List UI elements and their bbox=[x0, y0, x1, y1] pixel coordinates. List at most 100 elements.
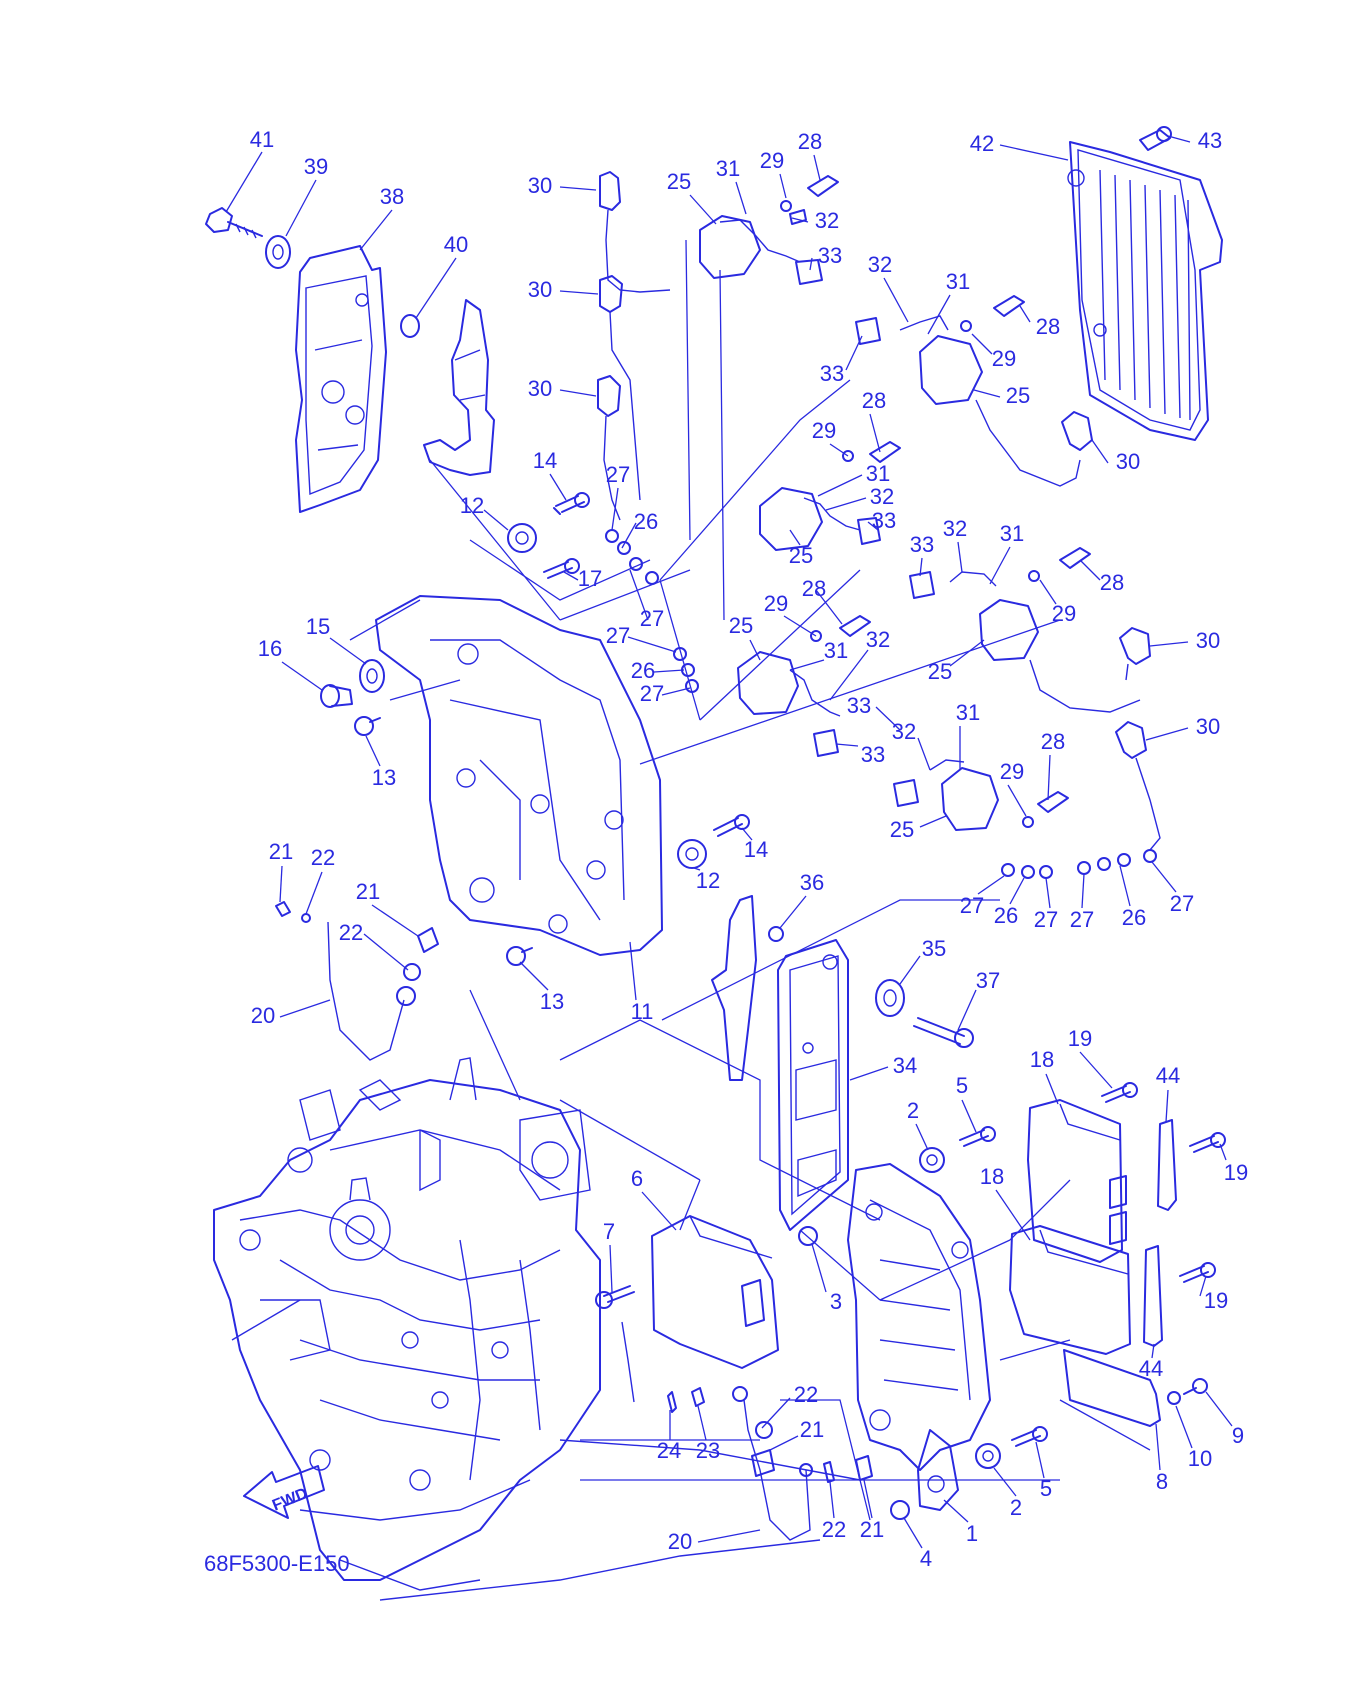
callout-29: 29 bbox=[764, 591, 788, 616]
part-3-collar bbox=[798, 1226, 818, 1246]
callout-12: 12 bbox=[460, 493, 484, 518]
part-18-ecu-lower bbox=[1009, 1225, 1131, 1355]
callout-31: 31 bbox=[866, 461, 890, 486]
callout-1: 1 bbox=[966, 1521, 978, 1546]
callout-14: 14 bbox=[744, 837, 768, 862]
callout-29: 29 bbox=[1052, 601, 1076, 626]
callout-19: 19 bbox=[1204, 1288, 1228, 1313]
powerhead-engine bbox=[213, 1057, 861, 1601]
callout-31: 31 bbox=[1000, 521, 1024, 546]
callout-29: 29 bbox=[1000, 759, 1024, 784]
callout-9: 9 bbox=[1232, 1423, 1244, 1448]
callout-40: 40 bbox=[444, 232, 468, 257]
callout-44: 44 bbox=[1156, 1063, 1180, 1088]
callout-30: 30 bbox=[528, 277, 552, 302]
callout-16: 16 bbox=[258, 636, 282, 661]
callout-24: 24 bbox=[657, 1438, 681, 1463]
callout-18: 18 bbox=[1030, 1047, 1054, 1072]
callout-32: 32 bbox=[868, 252, 892, 277]
callout-19: 19 bbox=[1224, 1160, 1248, 1185]
callout-30: 30 bbox=[528, 173, 552, 198]
part-42-cover bbox=[1067, 141, 1223, 441]
callout-11: 11 bbox=[631, 999, 654, 1024]
callout-29: 29 bbox=[992, 346, 1016, 371]
clamps-27-26 bbox=[605, 529, 1157, 879]
callout-32: 32 bbox=[815, 208, 839, 233]
part-11-electrical-bracket bbox=[375, 595, 663, 956]
callout-44: 44 bbox=[1139, 1356, 1163, 1381]
callout-19: 19 bbox=[1068, 1026, 1092, 1051]
part-36-bracket bbox=[711, 895, 784, 1081]
part-7-bolt bbox=[595, 1285, 635, 1309]
part-17-bolt bbox=[543, 558, 580, 579]
part-16-collar bbox=[320, 684, 353, 708]
callout-34: 34 bbox=[893, 1053, 917, 1078]
part-20-ground-lead-left bbox=[275, 901, 439, 1061]
callout-6: 6 bbox=[631, 1166, 643, 1191]
callout-36: 36 bbox=[800, 870, 824, 895]
callout-28: 28 bbox=[1041, 729, 1065, 754]
callout-5: 5 bbox=[956, 1073, 968, 1098]
callout-21: 21 bbox=[860, 1517, 884, 1542]
callout-13: 13 bbox=[540, 989, 564, 1014]
callout-31: 31 bbox=[824, 638, 848, 663]
part-18-ecu-upper bbox=[1027, 1099, 1127, 1263]
callout-27: 27 bbox=[960, 893, 984, 918]
callout-10: 10 bbox=[1188, 1446, 1212, 1471]
callout-26: 26 bbox=[634, 509, 658, 534]
callout-8: 8 bbox=[1156, 1469, 1168, 1494]
fwd-arrow-icon: FWD bbox=[243, 1465, 325, 1519]
part-1-base-bracket bbox=[847, 1163, 991, 1511]
callout-37: 37 bbox=[976, 968, 1000, 993]
part-14-bolt-lower bbox=[713, 814, 750, 837]
part-13-bolt-upper bbox=[354, 716, 381, 736]
part-12-grommet-upper bbox=[507, 523, 537, 553]
leader-lines bbox=[225, 135, 1233, 1549]
callout-30: 30 bbox=[1196, 714, 1220, 739]
callout-32: 32 bbox=[870, 484, 894, 509]
callout-25: 25 bbox=[667, 169, 691, 194]
callout-28: 28 bbox=[798, 129, 822, 154]
callout-17: 17 bbox=[578, 566, 602, 591]
callout-22: 22 bbox=[794, 1382, 818, 1407]
coil-group-right-1 bbox=[855, 295, 1093, 487]
part-4-collar bbox=[890, 1500, 910, 1520]
callout-7: 7 bbox=[603, 1219, 615, 1244]
part-40-clip bbox=[423, 299, 495, 476]
part-8-plate bbox=[1063, 1349, 1161, 1427]
callout-30: 30 bbox=[1196, 628, 1220, 653]
callout-32: 32 bbox=[866, 627, 890, 652]
part-37-bolt bbox=[913, 1017, 974, 1048]
callout-13: 13 bbox=[372, 765, 396, 790]
part-43-bolt bbox=[1139, 126, 1172, 151]
callout-22: 22 bbox=[311, 845, 335, 870]
callout-26: 26 bbox=[631, 658, 655, 683]
callout-33: 33 bbox=[861, 742, 885, 767]
part-35-grommet bbox=[875, 979, 905, 1017]
callout-33: 33 bbox=[847, 693, 871, 718]
callout-32: 32 bbox=[943, 516, 967, 541]
callout-27: 27 bbox=[606, 623, 630, 648]
callout-25: 25 bbox=[928, 659, 952, 684]
part-19-bolts bbox=[1101, 1082, 1226, 1283]
callout-2: 2 bbox=[907, 1098, 919, 1123]
callout-4: 4 bbox=[920, 1546, 932, 1571]
callout-5: 5 bbox=[1040, 1476, 1052, 1501]
callout-21: 21 bbox=[269, 839, 293, 864]
callout-22: 22 bbox=[822, 1517, 846, 1542]
coil-group-lower-right bbox=[893, 721, 1161, 851]
callout-39: 39 bbox=[304, 154, 328, 179]
callout-30: 30 bbox=[1116, 449, 1140, 474]
coil-group-mid-2 bbox=[737, 615, 871, 757]
callout-38: 38 bbox=[380, 184, 404, 209]
callout-25: 25 bbox=[729, 613, 753, 638]
part-38-bracket bbox=[295, 245, 387, 513]
callout-28: 28 bbox=[1100, 570, 1124, 595]
callout-33: 33 bbox=[820, 361, 844, 386]
callout-26: 26 bbox=[994, 903, 1018, 928]
callout-30: 30 bbox=[528, 376, 552, 401]
callout-15: 15 bbox=[306, 614, 330, 639]
callout-28: 28 bbox=[1036, 314, 1060, 339]
callout-12: 12 bbox=[696, 868, 720, 893]
